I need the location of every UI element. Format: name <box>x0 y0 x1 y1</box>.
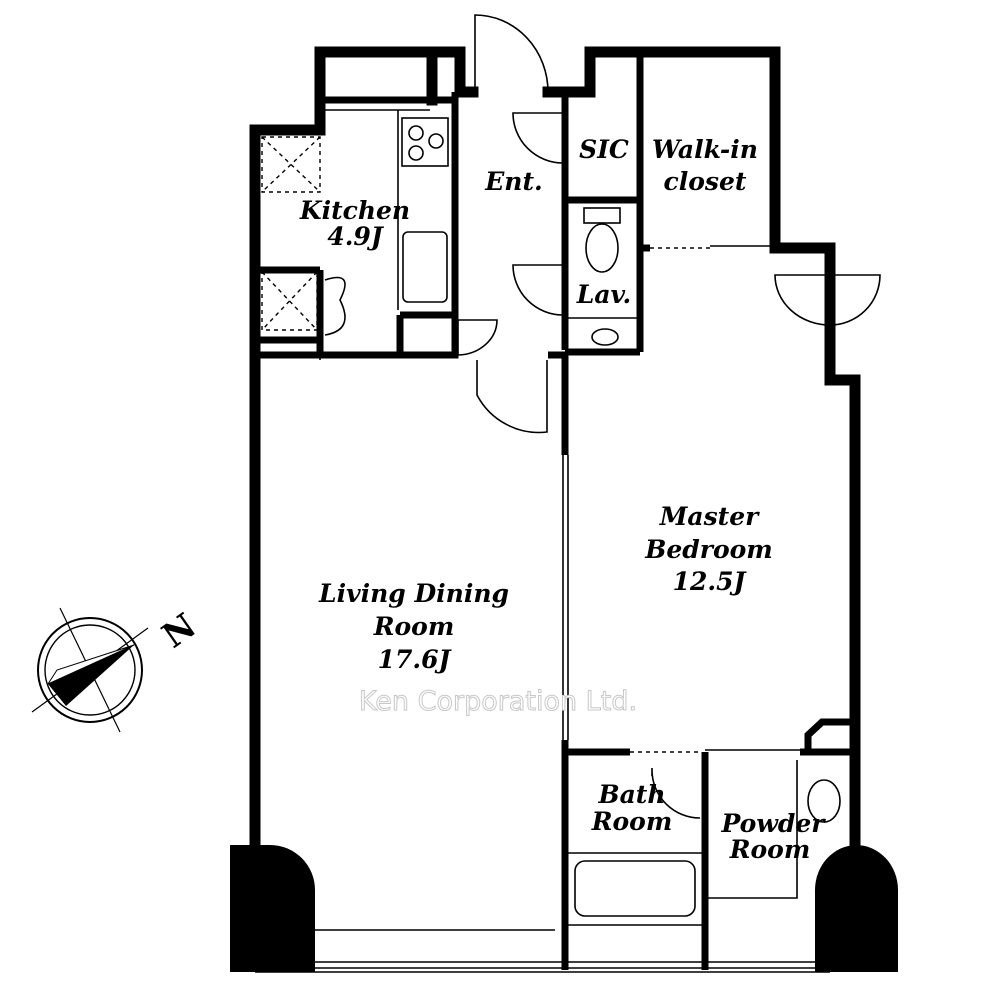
bath-room-label: Bath <box>597 780 665 809</box>
interior-walls <box>255 52 855 970</box>
watermark: Ken Corporation Ltd. <box>359 686 637 717</box>
lav-sink-icon <box>591 328 619 346</box>
kitchen-label: Kitchen <box>299 196 410 225</box>
sink-icon <box>402 231 448 303</box>
master-bedroom-size: 12.5J <box>673 567 748 596</box>
pillar-left <box>230 845 315 972</box>
stove-icon <box>401 117 449 167</box>
pillar-right <box>815 845 899 972</box>
toilet-icon <box>585 223 619 273</box>
living-room-label-2: Room <box>373 612 455 641</box>
bedroom-closet-door[interactable] <box>774 274 881 326</box>
living-room-label: Living Dining <box>318 579 509 608</box>
entrance-door[interactable] <box>474 14 549 93</box>
entrance-label: Ent. <box>484 167 542 196</box>
master-bedroom-label: Master <box>659 502 760 531</box>
lav-door[interactable] <box>512 264 564 316</box>
outer-walls <box>249 46 861 851</box>
compass-icon <box>31 607 149 733</box>
doors <box>457 14 881 819</box>
compass-north-label: N <box>155 606 203 657</box>
sic-label: SIC <box>579 135 629 164</box>
walkin-closet-label: Walk-in <box>652 135 758 164</box>
living-door[interactable] <box>476 360 548 434</box>
kitchen-fixtures <box>261 109 449 360</box>
windows <box>255 929 830 973</box>
toilet-tank <box>583 207 621 224</box>
kitchen-size: 4.9J <box>327 222 384 251</box>
sic-door[interactable] <box>512 112 564 164</box>
master-bedroom-label-2: Bedroom <box>644 535 773 564</box>
bathtub-icon <box>574 860 696 917</box>
powder-room-label-2: Room <box>729 835 811 864</box>
powder-room-label: Powder <box>721 809 827 838</box>
lavatory-label: Lav. <box>576 280 632 309</box>
living-room-size: 17.6J <box>378 645 453 674</box>
utility-storage <box>261 271 318 331</box>
bath-room-label-2: Room <box>591 807 673 836</box>
hall-door[interactable] <box>457 319 498 356</box>
bathroom-fixtures <box>568 207 841 926</box>
walkin-closet-label-2: closet <box>664 167 747 196</box>
bath-door[interactable] <box>651 768 701 819</box>
powder-sink-icon <box>807 779 841 823</box>
